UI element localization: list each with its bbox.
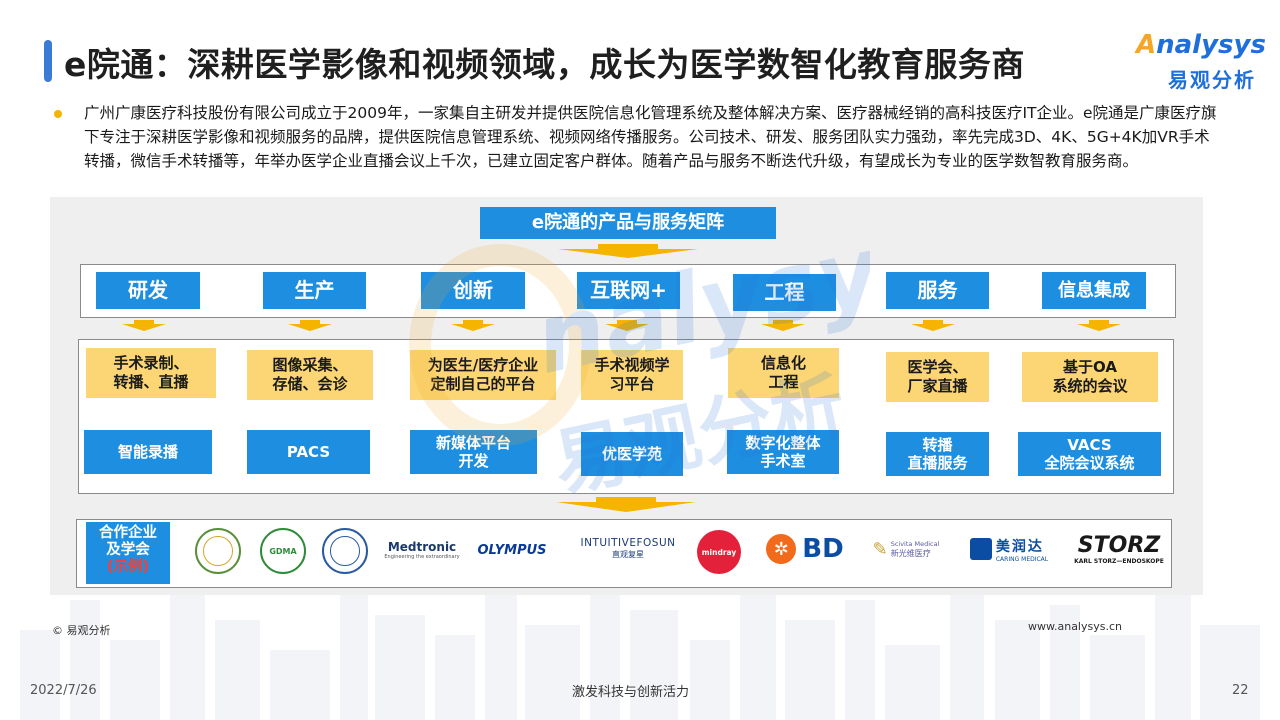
matrix-title: e院通的产品与服务矩阵 [480, 207, 776, 239]
olympus-logo: OLYMPUS [477, 542, 547, 558]
seal-3-icon [322, 528, 368, 574]
service-box-surgery-recording: 手术录制、 转播、直播 [86, 348, 216, 398]
category-service: 服务 [886, 272, 989, 309]
footer-date: 2022/7/26 [30, 683, 97, 698]
product-box-pacs: PACS [247, 430, 370, 474]
service-box-custom-platform: 为医生/医疗企业 定制自己的平台 [410, 350, 556, 400]
category-rd: 研发 [96, 272, 200, 309]
arrow-down-icon [451, 320, 495, 332]
service-box-video-learning: 手术视频学 习平台 [581, 350, 683, 400]
partner-label: 合作企业 及学会 (示例) [86, 522, 170, 584]
city-skyline-background [20, 575, 1260, 720]
arrow-down-icon [556, 497, 696, 513]
analysys-logo: Analysys 易观分析 [1132, 30, 1266, 92]
medtronic-logo: Medtronic Engineering the extraordinary [384, 540, 460, 560]
logo-english: Analysys [1136, 30, 1266, 60]
logo-chinese: 易观分析 [1168, 68, 1256, 92]
category-innovation: 创新 [421, 272, 525, 309]
bd-logo: ✲ BD [764, 532, 846, 566]
service-box-live-broadcast: 医学会、 厂家直播 [886, 352, 989, 402]
mindray-logo: mindray [697, 530, 741, 574]
gdma-icon: GDMA [260, 528, 306, 574]
arrow-down-icon [911, 320, 955, 332]
service-box-image-capture: 图像采集、 存储、会诊 [247, 350, 373, 400]
footer-slogan: 激发科技与创新活力 [572, 685, 690, 700]
category-info-integration: 信息集成 [1042, 272, 1146, 309]
storz-logo: STORZ KARL STORZ—ENDOSKOPE [1074, 532, 1164, 565]
page-title: e院通：深耕医学影像和视频领域，成长为医学数智化教育服务商 [64, 45, 1025, 84]
product-box-broadcast-service: 转播 直播服务 [886, 432, 989, 476]
arrow-down-icon [1077, 320, 1121, 332]
product-box-smart-recording: 智能录播 [84, 430, 212, 474]
intro-paragraph: 广州广康医疗科技股份有限公司成立于2009年，一家集自主研发并提供医院信息化管理… [84, 104, 1217, 170]
service-box-it-engineering: 信息化 工程 [728, 348, 839, 398]
intuitive-fosun-logo: INTUITIVEFOSUN 直观复星 [580, 536, 676, 559]
category-production: 生产 [263, 272, 366, 309]
category-engineering: 工程 [733, 274, 836, 311]
product-box-vacs: VACS 全院会议系统 [1018, 432, 1161, 476]
arrow-down-icon [122, 320, 166, 332]
category-internet-plus: 互联网+ [577, 272, 680, 309]
product-box-youyixueyuan: 优医学苑 [581, 432, 683, 476]
scivita-logo: ✎ Scivita Medical 新光维医疗 [872, 538, 940, 560]
arrow-down-icon [558, 244, 698, 258]
seal-1-icon [195, 528, 241, 574]
product-box-new-media: 新媒体平台 开发 [410, 430, 537, 474]
service-box-oa-meeting: 基于OA 系统的会议 [1022, 352, 1158, 402]
product-box-digital-or: 数字化整体 手术室 [727, 430, 839, 474]
copyright: © 易观分析 [52, 624, 111, 637]
arrow-down-icon [288, 320, 332, 332]
title-accent-bar [44, 40, 52, 82]
arrow-down-icon [605, 320, 649, 332]
website-link[interactable]: www.analysys.cn [1028, 620, 1122, 633]
arrow-down-icon [761, 320, 805, 332]
caring-medical-logo: 美润达 CARING MEDICAL [965, 532, 1053, 566]
bullet-dot-icon [54, 110, 62, 118]
page-number: 22 [1232, 683, 1249, 698]
